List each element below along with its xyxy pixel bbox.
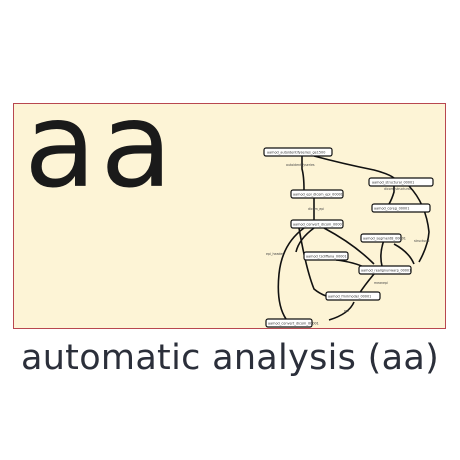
edge-label: autoidentifyseries (286, 163, 315, 167)
pipeline-node: aamod_coreg_00001 (371, 203, 431, 213)
svg-text:aamod_autoidentifyseries_ge150: aamod_autoidentifyseries_ge1500 (267, 151, 325, 155)
logo-letters: aa (24, 76, 177, 214)
edge-n3-n9 (277, 227, 305, 320)
edge-label: epi_header (266, 252, 284, 256)
svg-text:aamod_realignunwarp_00001: aamod_realignunwarp_00001 (361, 269, 411, 273)
svg-text:aamod_convert_dicom_00001: aamod_convert_dicom_00001 (268, 322, 319, 326)
pipeline-node: aamod_structural_00001 (368, 177, 434, 187)
edge-n5-n6 (393, 243, 415, 265)
edge-n3-n9b (298, 227, 343, 299)
pipeline-node: aamod_convert_dicom_00001 (290, 219, 344, 229)
pipeline-node: aamod_tsdiffana_00001 (303, 251, 349, 261)
edge-n1-n4 (313, 155, 395, 179)
edge-n1-n2 (301, 156, 305, 191)
pipeline-node: aamod_segment8_00001 (360, 233, 406, 243)
edge-label: dicom_structural (384, 187, 411, 191)
edge-label: dicom_epi (308, 207, 324, 211)
edge-label: epi (344, 309, 349, 313)
edge-n3-n8 (323, 227, 375, 265)
pipeline-node: aamod_epi_dicom_epi_00001 (290, 189, 344, 199)
edge-n4-n5 (388, 186, 395, 205)
logo-panel: aa autoidentifyseries dicom_epi dicom_st… (13, 86, 446, 329)
edge-n3-n7 (295, 227, 315, 253)
svg-text:aamod_tsdiffana_00001: aamod_tsdiffana_00001 (306, 255, 347, 259)
pipeline-node: aamod_autoidentifyseries_ge1500 (263, 147, 333, 157)
svg-text:aamod_segment8_00001: aamod_segment8_00001 (363, 237, 406, 241)
edge-n4-n6 (408, 185, 430, 263)
svg-text:aamod_coreg_00001: aamod_coreg_00001 (374, 207, 409, 211)
edge-label: meanepi (374, 281, 388, 285)
svg-text:aamod_epi_dicom_epi_00001: aamod_epi_dicom_epi_00001 (293, 193, 343, 197)
edge-label: structural (414, 239, 430, 243)
logo-caption: automatic analysis (aa) (20, 338, 440, 378)
pipeline-node: aamod_realignunwarp_00001 (358, 265, 412, 275)
edge-n8-n9 (358, 273, 375, 295)
edge-n5-n8 (380, 239, 385, 267)
pipeline-node: aamod_fmrimodel_00001 (325, 291, 381, 301)
edge-n9-n9c (328, 301, 355, 321)
pipeline-diagram: autoidentifyseries dicom_epi dicom_struc… (263, 147, 434, 328)
svg-text:aamod_convert_dicom_00001: aamod_convert_dicom_00001 (293, 223, 344, 227)
svg-text:aamod_structural_00001: aamod_structural_00001 (372, 181, 414, 185)
pipeline-node: aamod_convert_dicom_00001 (265, 318, 319, 328)
svg-text:aamod_fmrimodel_00001: aamod_fmrimodel_00001 (328, 295, 371, 299)
